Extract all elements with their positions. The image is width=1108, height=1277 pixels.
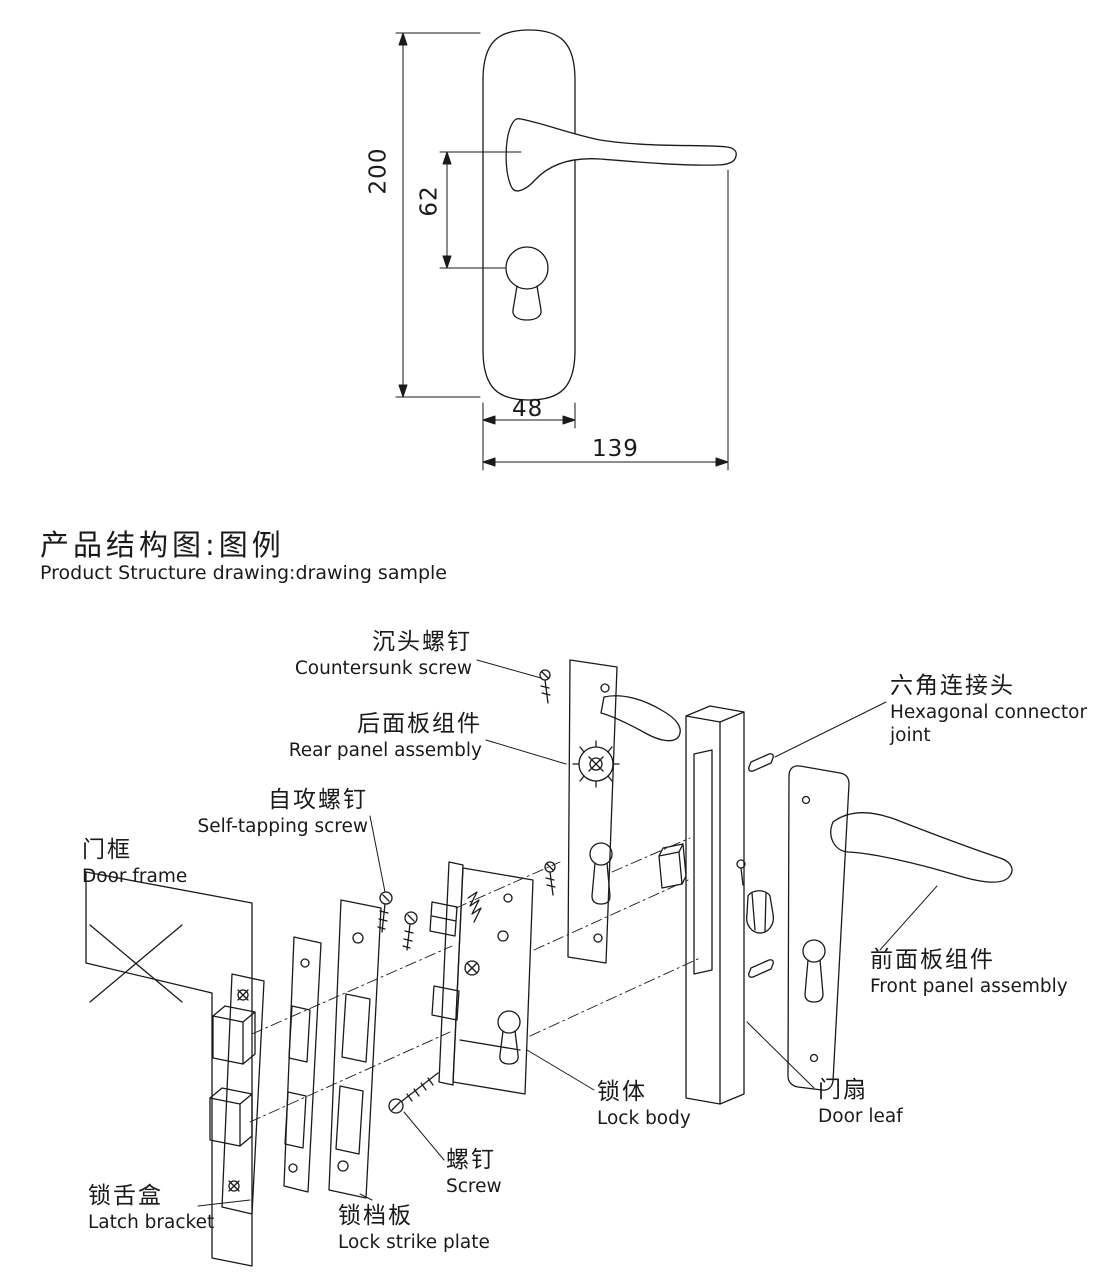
label-lock-body-zh: 锁体 — [597, 1079, 647, 1105]
escutcheon-plate-drawing — [482, 29, 737, 401]
cylinder-part — [746, 890, 774, 934]
latch-bracket-part — [209, 973, 265, 1215]
keyhole-drawing — [505, 246, 549, 290]
handle-lever-drawing — [505, 118, 737, 192]
label-front-panel-assembly-zh: 前面板组件 — [870, 947, 995, 973]
alignment-dash-lines — [249, 837, 701, 1123]
countersunk-screw-parts — [539, 669, 556, 896]
label-countersunk-screw-en: Countersunk screw — [294, 657, 472, 679]
leader-lines — [197, 659, 938, 1207]
label-hexagonal-connector-joint: 六角连接头 Hexagonal connector joint — [890, 672, 1108, 747]
dimension-total-width: 139 — [592, 436, 639, 462]
label-countersunk-screw: 沉头螺钉 Countersunk screw — [295, 628, 472, 680]
label-door-frame-en: Door frame — [82, 865, 188, 887]
label-door-frame: 门框 Door frame — [82, 836, 187, 888]
label-lock-body: 锁体 Lock body — [597, 1078, 691, 1130]
door-frame-part — [85, 871, 253, 1267]
label-lock-strike-plate-en: Lock strike plate — [338, 1231, 490, 1253]
label-rear-panel-assembly: 后面板组件 Rear panel assembly — [289, 710, 482, 762]
label-self-tapping-screw-en: Self-tapping screw — [197, 815, 368, 837]
spindle-block-part — [658, 843, 687, 889]
label-lock-strike-plate-zh: 锁档板 — [338, 1203, 413, 1229]
label-self-tapping-screw-zh: 自攻螺钉 — [268, 787, 368, 813]
label-screw-en: Screw — [446, 1175, 502, 1197]
front-panel-part — [787, 765, 1013, 1091]
dimension-lines — [395, 32, 729, 471]
label-latch-bracket-en: Latch bracket — [88, 1211, 215, 1233]
section-title-en: Product Structure drawing:drawing sample — [40, 562, 447, 584]
dimension-plate-height: 200 — [365, 147, 392, 195]
label-screw: 螺钉 Screw — [446, 1146, 502, 1198]
lock-body-part — [429, 861, 534, 1095]
label-door-frame-zh: 门框 — [82, 837, 132, 863]
front-panel-small-screw — [736, 859, 746, 886]
section-title-zh: 产品结构图:图例 — [40, 528, 285, 562]
label-lock-body-en: Lock body — [597, 1107, 691, 1129]
rear-keyhole — [589, 842, 613, 866]
dimension-plate-width: 48 — [512, 396, 544, 422]
label-rear-panel-assembly-en: Rear panel assembly — [288, 739, 482, 761]
label-lock-strike-plate: 锁档板 Lock strike plate — [338, 1202, 490, 1254]
door-leaf-part — [685, 705, 745, 1105]
dimension-handle-to-keyhole: 62 — [416, 185, 443, 217]
label-front-panel-assembly-en: Front panel assembly — [870, 975, 1068, 997]
label-front-panel-assembly: 前面板组件 Front panel assembly — [870, 946, 1068, 998]
screw-part — [388, 1072, 439, 1114]
lock-strike-plate-part — [328, 899, 382, 1199]
label-door-leaf: 门扇 Door leaf — [818, 1076, 903, 1128]
front-keyhole — [802, 939, 826, 963]
label-countersunk-screw-zh: 沉头螺钉 — [372, 629, 472, 655]
rear-panel-part — [567, 659, 681, 964]
label-latch-bracket-zh: 锁舌盒 — [88, 1183, 163, 1209]
label-self-tapping-screw: 自攻螺钉 Self-tapping screw — [197, 786, 368, 838]
self-tapping-screw-parts — [377, 891, 418, 951]
label-door-leaf-zh: 门扇 — [818, 1077, 868, 1103]
label-screw-zh: 螺钉 — [446, 1147, 496, 1173]
label-door-leaf-en: Door leaf — [818, 1105, 903, 1127]
label-rear-panel-assembly-zh: 后面板组件 — [357, 711, 482, 737]
strike-box-part — [283, 936, 322, 1193]
mortise-cutout — [693, 749, 713, 975]
hex-pin-parts — [748, 753, 774, 978]
label-latch-bracket: 锁舌盒 Latch bracket — [88, 1182, 214, 1234]
front-handle-lever — [830, 812, 1013, 883]
label-hexagonal-connector-joint-zh: 六角连接头 — [890, 673, 1015, 699]
label-hexagonal-connector-joint-en: Hexagonal connector joint — [890, 701, 1088, 746]
